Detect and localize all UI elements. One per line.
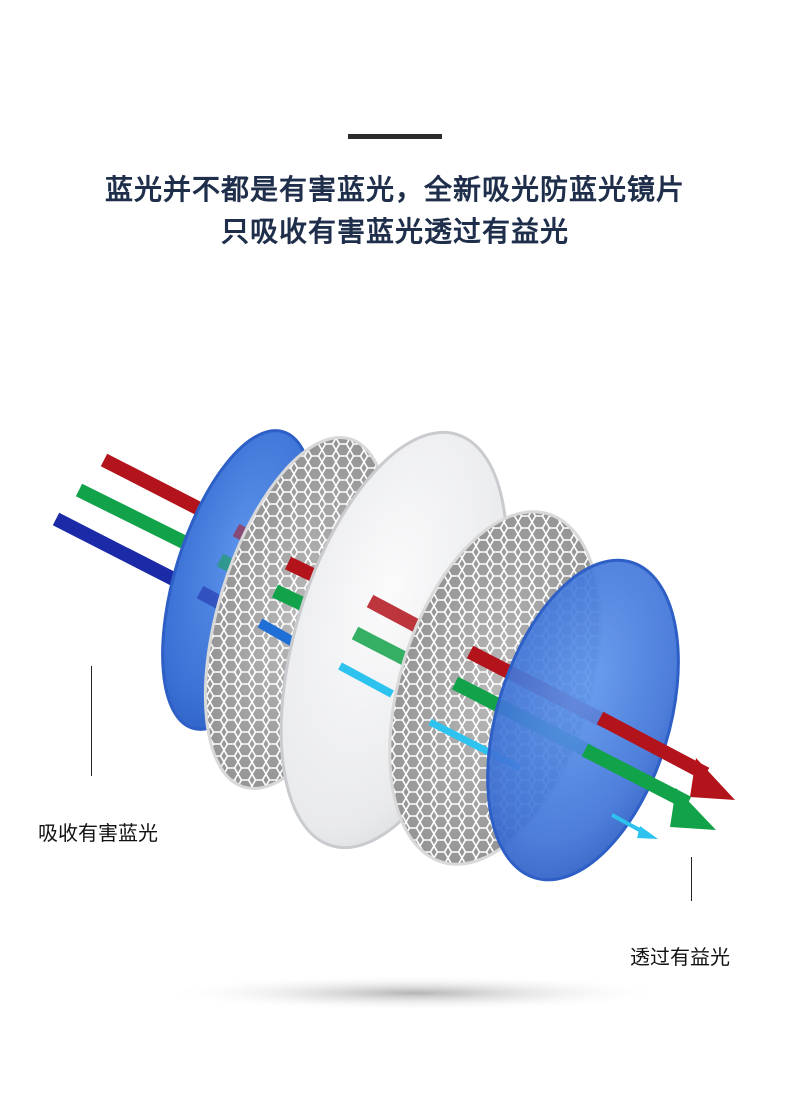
top-divider-bar xyxy=(348,134,442,139)
absorb-pointer-line xyxy=(91,666,92,776)
beam-lightblue-mid2 xyxy=(338,662,394,698)
caption-transmit-beneficial: 透过有益光 xyxy=(630,945,730,969)
headline-line-2: 只吸收有害蓝光透过有益光 xyxy=(220,215,569,248)
beam-red-outgoing xyxy=(596,711,710,781)
blue-lens-back xyxy=(487,560,679,880)
caption-absorb-harmful-blue: 吸收有害蓝光 xyxy=(38,821,158,845)
ground-shadow xyxy=(160,975,670,1011)
beam-green-outgoing xyxy=(581,743,692,810)
arrowhead-lightblue xyxy=(637,826,658,839)
arrowhead-green xyxy=(670,788,716,830)
arrowhead-red xyxy=(690,758,735,800)
transmit-pointer-line xyxy=(691,857,692,901)
headline-line-1: 蓝光并不都是有害蓝光，全新吸光防蓝光镜片 xyxy=(104,173,685,206)
